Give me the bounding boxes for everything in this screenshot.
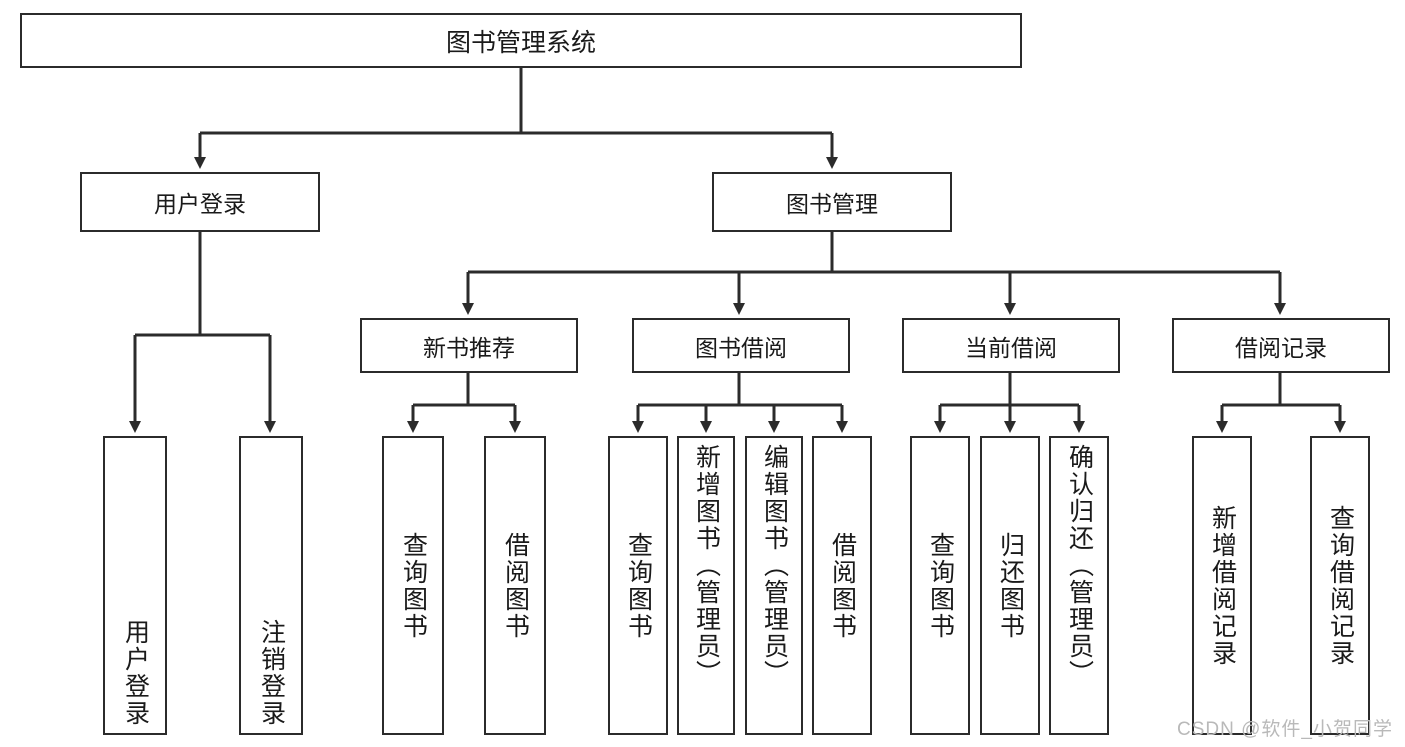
leaf-record-query-record[interactable]: 查询借阅记录	[1310, 436, 1370, 735]
leaf-current-return-book[interactable]: 归还图书	[980, 436, 1040, 735]
node-new-book-recommend[interactable]: 新书推荐	[360, 318, 578, 373]
node-book-borrow[interactable]: 图书借阅	[632, 318, 850, 373]
leaf-borrow-query-book[interactable]: 查询图书	[608, 436, 668, 735]
leaf-recommend-borrow-book[interactable]: 借阅图书	[484, 436, 546, 735]
node-root-system[interactable]: 图书管理系统	[20, 13, 1022, 68]
leaf-current-query-book[interactable]: 查询图书	[910, 436, 970, 735]
node-current-borrow[interactable]: 当前借阅	[902, 318, 1120, 373]
watermark-text: CSDN @软件_小贺同学	[1177, 719, 1393, 740]
node-user-login[interactable]: 用户登录	[80, 172, 320, 232]
leaf-user-login-logout[interactable]: 注销登录	[239, 436, 303, 735]
node-book-management[interactable]: 图书管理	[712, 172, 952, 232]
leaf-recommend-query-book[interactable]: 查询图书	[382, 436, 444, 735]
leaf-user-login-login[interactable]: 用户登录	[103, 436, 167, 735]
node-borrow-record[interactable]: 借阅记录	[1172, 318, 1390, 373]
leaf-borrow-add-book-admin[interactable]: 新增图书（管理员）	[677, 436, 735, 735]
leaf-borrow-borrow-book[interactable]: 借阅图书	[812, 436, 872, 735]
leaf-borrow-edit-book-admin[interactable]: 编辑图书（管理员）	[745, 436, 803, 735]
leaf-current-confirm-return-admin[interactable]: 确认归还（管理员）	[1049, 436, 1109, 735]
leaf-record-add-record[interactable]: 新增借阅记录	[1192, 436, 1252, 735]
